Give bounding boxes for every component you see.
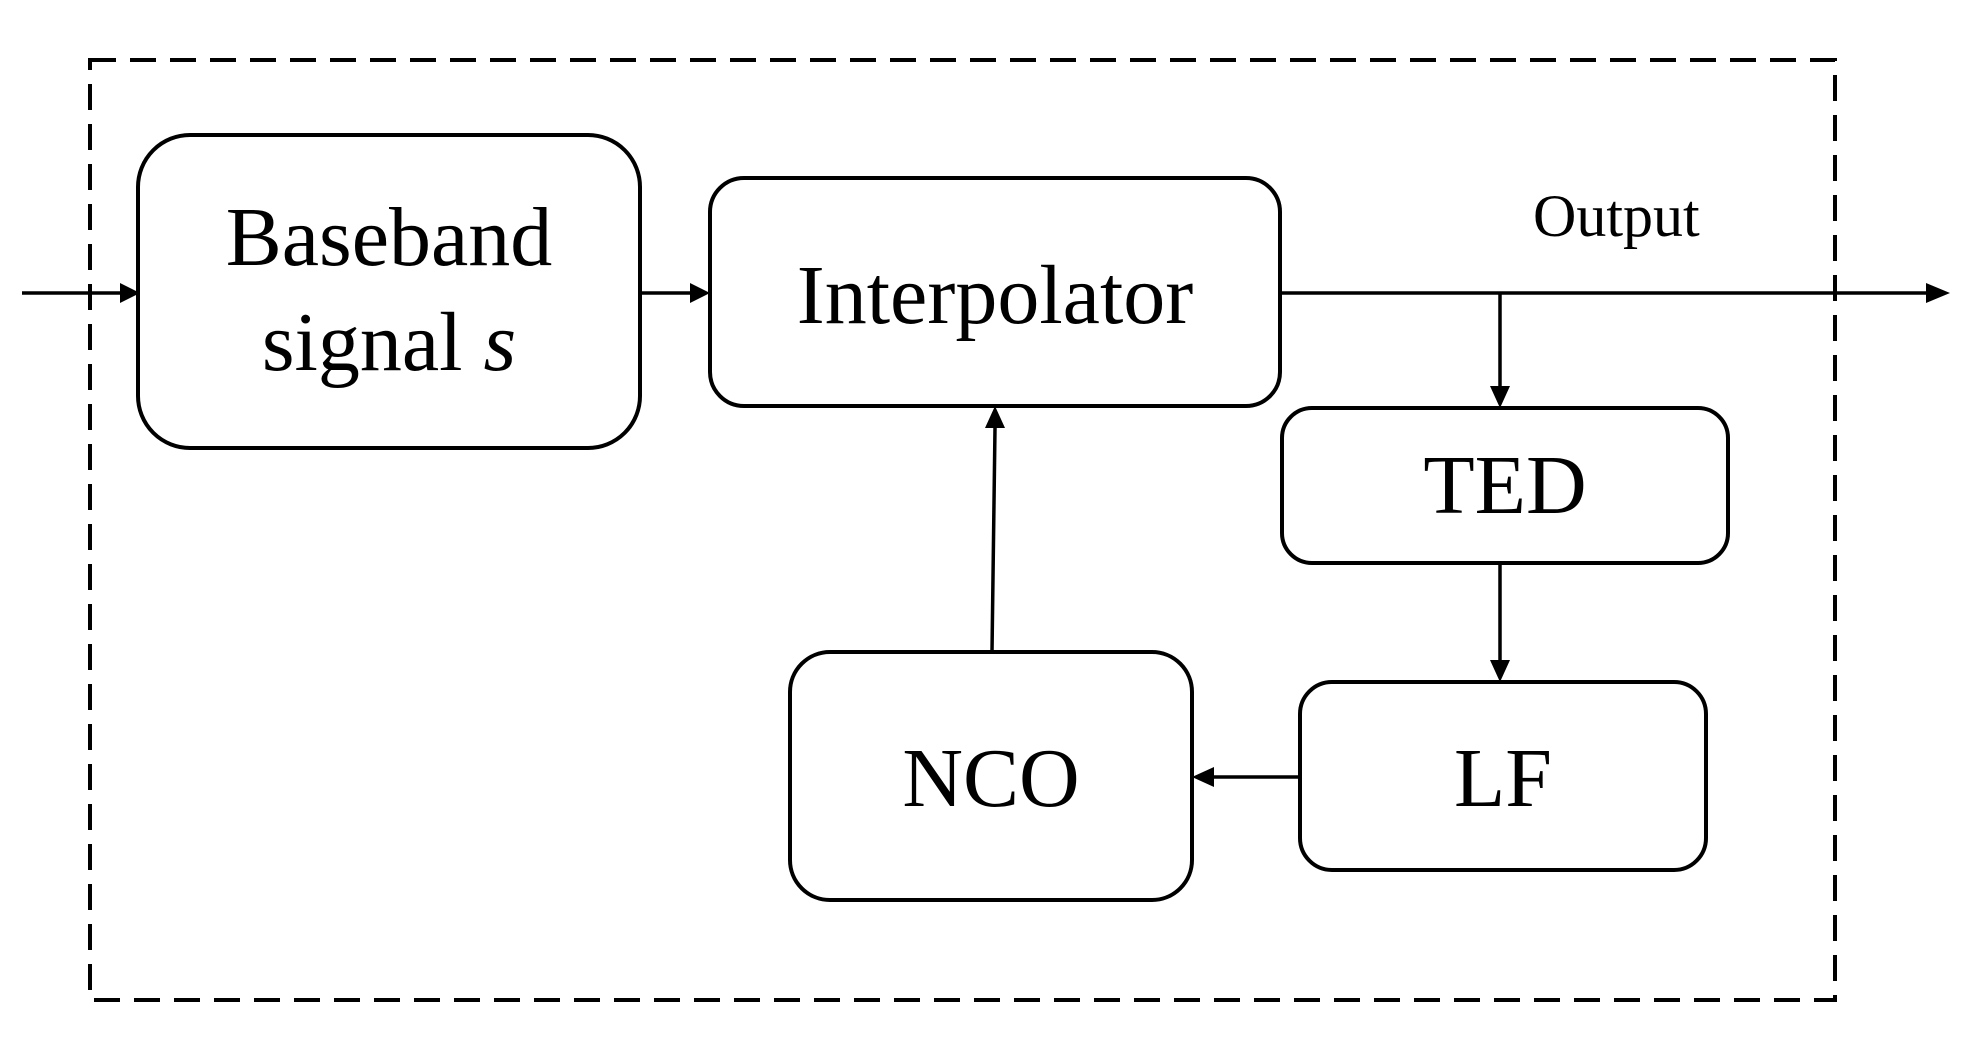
- nco-to-interpolator-arrowhead: [985, 406, 1005, 428]
- input-arrowhead: [120, 283, 140, 303]
- ted-label: TED: [1423, 439, 1586, 532]
- baseband-signal-box: [136, 133, 642, 450]
- nco-block: NCO: [788, 650, 1194, 902]
- ted-block: TED: [1280, 406, 1730, 565]
- lf-block: LF: [1298, 680, 1708, 872]
- baseband-to-interpolator-arrowhead: [690, 283, 710, 303]
- interpolator-label: Interpolator: [797, 249, 1194, 342]
- baseband-label-variable-s: s: [483, 296, 516, 389]
- nco-label: NCO: [902, 732, 1079, 825]
- output-arrowhead: [1926, 283, 1950, 303]
- nco-to-interpolator-wire: [990, 427, 997, 653]
- ted-to-lf-arrowhead: [1490, 660, 1510, 682]
- interpolator-block: Interpolator: [708, 176, 1282, 408]
- lf-to-nco-arrowhead: [1192, 767, 1214, 787]
- baseband-signal-block: Baseband signal s: [136, 133, 642, 450]
- baseband-label-signal-word: signal: [262, 296, 484, 389]
- baseband-label-line2: signal s: [262, 296, 516, 389]
- lf-label: LF: [1454, 732, 1552, 825]
- output-to-ted-arrowhead: [1490, 386, 1510, 408]
- output-label: Output: [1533, 183, 1700, 249]
- nco-box: [788, 650, 1194, 902]
- system-boundary-frame: [88, 58, 1837, 1002]
- ted-box: [1280, 406, 1730, 565]
- baseband-label-line1: Baseband: [226, 191, 553, 284]
